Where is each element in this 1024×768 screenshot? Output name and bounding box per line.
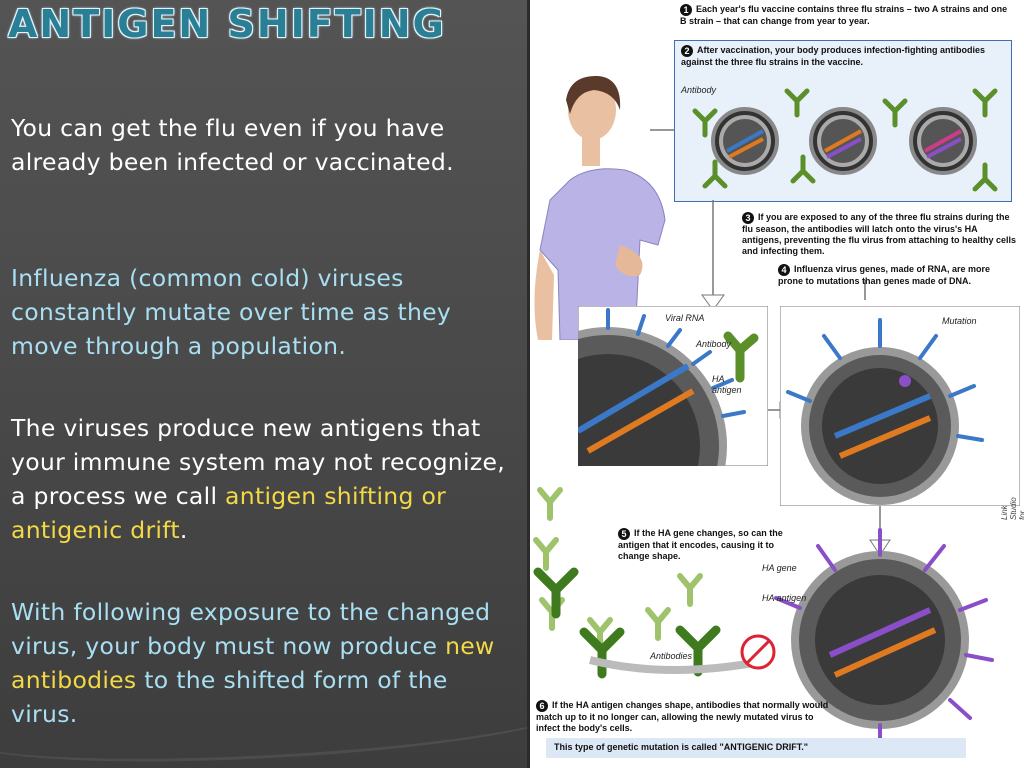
slide-title: Antigen Shifting xyxy=(8,2,446,46)
step-3-text: If you are exposed to any of the three f… xyxy=(742,212,1017,256)
step-5-text: If the HA gene changes, so can the antig… xyxy=(618,528,783,561)
antibodies-label: Antibodies xyxy=(650,651,693,661)
antigen-label: antigen xyxy=(712,385,742,395)
text-panel: Antigen Shifting You can get the flu eve… xyxy=(0,0,530,768)
panel-divider xyxy=(527,0,530,768)
step-4-text: Influenza virus genes, made of RNA, are … xyxy=(778,264,991,286)
antibody-label: Antibody xyxy=(681,85,717,95)
paragraph-4: With following exposure to the changed v… xyxy=(11,595,516,731)
ha-label: HA xyxy=(712,374,725,384)
step-3-number: 3 xyxy=(742,212,754,224)
mutation-label: Mutation xyxy=(942,316,977,326)
step-5-number: 5 xyxy=(618,528,630,540)
antigenic-drift-banner: This type of genetic mutation is called … xyxy=(546,738,966,758)
paragraph-2: Influenza (common cold) viruses constant… xyxy=(11,264,452,360)
three-virus-strains xyxy=(692,88,998,192)
step-2-number: 2 xyxy=(681,45,693,57)
paragraph-3-end: . xyxy=(179,516,188,544)
paragraph-4-highlight: new antibodies xyxy=(11,632,495,694)
antibody-binding-view xyxy=(578,306,768,466)
step-6-number: 6 xyxy=(536,700,548,712)
woman-illustration xyxy=(534,75,666,340)
paragraph-3-text: The viruses produce new antigens that yo… xyxy=(11,414,505,510)
step-6-text: If the HA antigen changes shape, antibod… xyxy=(536,700,829,733)
mutated-virus-scene xyxy=(533,487,994,740)
paragraph-3: The viruses produce new antigens that yo… xyxy=(11,411,516,547)
mutation-view xyxy=(780,306,1020,506)
antibody-label-2: Antibody xyxy=(696,339,732,349)
step-1-text: Each year's flu vaccine contains three f… xyxy=(680,4,1008,26)
step-1-number: 1 xyxy=(680,4,692,16)
paragraph-3-highlight: antigen shifting or antigenic drift xyxy=(11,482,447,544)
final-note: This type of genetic mutation is called … xyxy=(554,742,809,752)
ha-gene-label: HA gene xyxy=(762,563,797,573)
viral-rna-label: Viral RNA xyxy=(665,313,705,323)
step-2-text: After vaccination, your body produces in… xyxy=(681,45,986,67)
paragraph-4-text: With following exposure to the changed v… xyxy=(11,598,491,660)
ha-antigen-label: HA antigen xyxy=(762,593,807,603)
step-4-number: 4 xyxy=(778,264,790,276)
paragraph-1: You can get the flu even if you have alr… xyxy=(11,114,454,176)
